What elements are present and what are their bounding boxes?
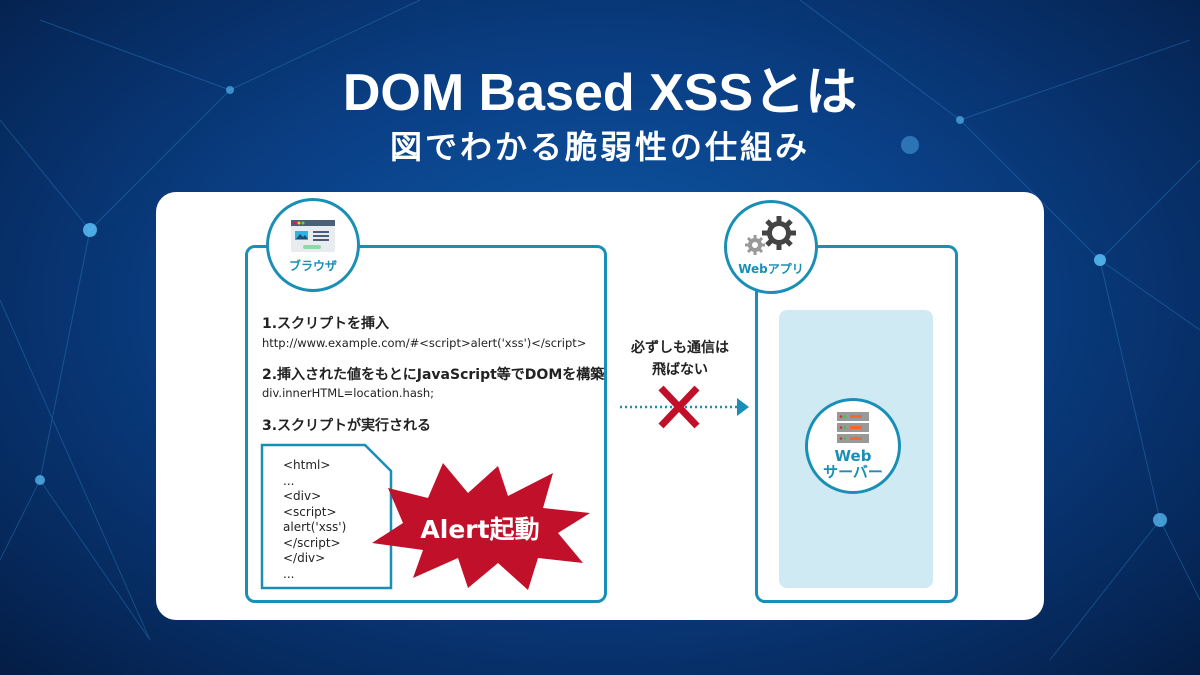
doc-line: ... [283, 473, 295, 488]
browser-label: ブラウザ [288, 259, 337, 273]
page-subtitle: 図でわかる脆弱性の仕組み [389, 128, 810, 166]
webapp-badge: Webアプリ [724, 200, 818, 294]
document-code: <html> ... <div> <script> alert('xss') <… [283, 458, 346, 582]
doc-line: </script> [283, 535, 341, 550]
note-line-1: 必ずしも通信は [631, 340, 729, 356]
page-title: DOM Based XSSとは [342, 64, 858, 122]
webapp-label: Webアプリ [738, 262, 804, 276]
step-2-title: 2.挿入された値をもとにJavaScript等でDOMを構築 [262, 367, 605, 383]
step-1-title: 1.スクリプトを挿入 [262, 316, 390, 332]
gear-icon [745, 216, 796, 255]
step-1-code: http://www.example.com/#<script>alert('x… [262, 336, 587, 350]
step-3-title: 3.スクリプトが実行される [262, 418, 432, 434]
doc-line: <div> [283, 489, 322, 503]
alert-label: Alert起動 [420, 515, 540, 544]
doc-line: alert('xss') [283, 520, 347, 534]
step-2-code: div.innerHTML=location.hash; [262, 386, 435, 400]
doc-line: <html> [283, 458, 331, 472]
browser-window-icon [291, 220, 335, 252]
doc-line: ... [283, 566, 295, 581]
note-line-2: 飛ばない [652, 362, 708, 378]
blocked-arrow [620, 385, 749, 429]
server-icon [837, 412, 869, 443]
server-label-1: Web [834, 447, 872, 465]
server-label-2: サーバー [823, 463, 883, 481]
no-communication-note: 必ずしも通信は 飛ばない [610, 337, 750, 381]
document-icon [260, 443, 393, 590]
doc-line: <script> [283, 504, 337, 519]
web-server-badge: Web サーバー [805, 398, 901, 494]
alert-burst-icon [372, 463, 590, 590]
x-mark-icon [658, 385, 700, 429]
doc-line: </div> [283, 551, 326, 565]
browser-badge: ブラウザ [266, 198, 360, 292]
